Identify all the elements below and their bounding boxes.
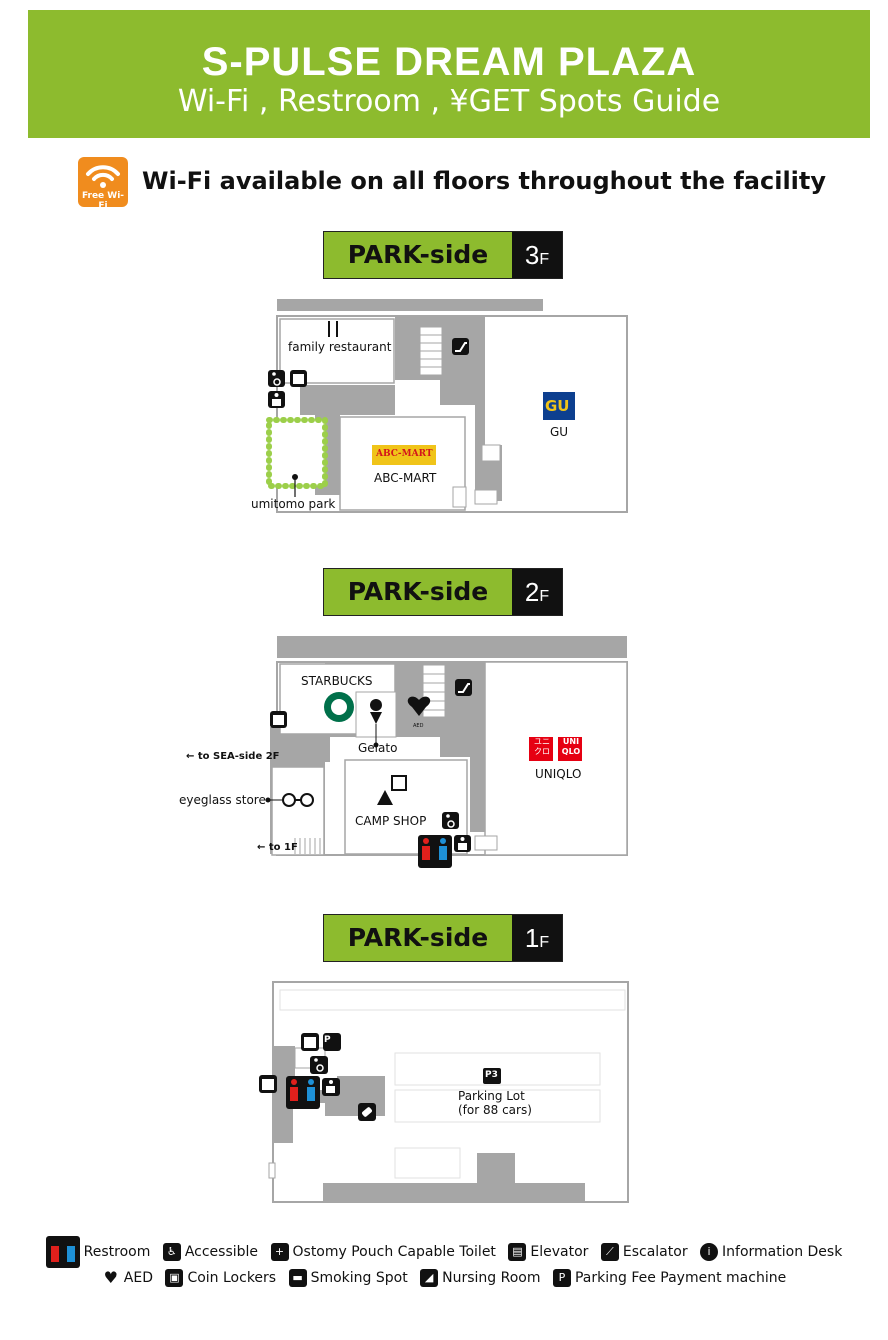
legend-restroom: Restroom bbox=[45, 1236, 150, 1268]
page-subtitle: Wi-Fi , Restroom , ¥GET Spots Guide bbox=[177, 84, 721, 119]
ostomy-toilet-icon: + bbox=[270, 1243, 289, 1261]
restaurant-icon bbox=[328, 321, 338, 337]
parking-fee-icon bbox=[323, 1033, 341, 1051]
gelato-label: Gelato bbox=[358, 741, 398, 755]
abc-mart-label: ABC-MART bbox=[374, 471, 437, 485]
floor-number: 2F bbox=[512, 569, 562, 615]
camp-shop-label: CAMP SHOP bbox=[355, 814, 427, 828]
parking-capacity-label: (for 88 cars) bbox=[458, 1103, 532, 1117]
escalator-icon bbox=[452, 338, 469, 355]
aed-small-label: AED bbox=[413, 723, 424, 729]
legend-row-2: ♥AED ▣Coin Lockers ▬Smoking Spot ◢Nursin… bbox=[0, 1269, 888, 1287]
floor-2f-map bbox=[265, 636, 628, 868]
information-icon: i bbox=[700, 1243, 719, 1261]
floor-3f-map bbox=[266, 299, 628, 513]
parking-lot-label: Parking Lot bbox=[458, 1089, 525, 1103]
floor-number: 1F bbox=[512, 915, 562, 961]
parking-p3-icon bbox=[483, 1068, 501, 1084]
wifi-icon bbox=[86, 165, 120, 188]
legend-row-1: Restroom ♿Accessible +Ostomy Pouch Capab… bbox=[0, 1236, 888, 1268]
legend-elevator: ▤Elevator bbox=[508, 1243, 588, 1261]
legend-smoking: ▬Smoking Spot bbox=[288, 1269, 408, 1287]
elevator-icon: ▤ bbox=[508, 1243, 527, 1261]
legend-escalator: ⟋Escalator bbox=[600, 1243, 688, 1261]
page-title: S-PULSE DREAM PLAZA bbox=[201, 40, 697, 84]
floor-side-label: PARK-side bbox=[347, 240, 489, 269]
floor-side-label: PARK-side bbox=[347, 923, 489, 952]
title-banner: S-PULSE DREAM PLAZA Wi-Fi , Restroom , ¥… bbox=[28, 10, 870, 138]
family-restaurant-label: family restaurant bbox=[288, 340, 392, 354]
legend-coin-locker: ▣Coin Lockers bbox=[165, 1269, 276, 1287]
aed-icon: ♥ bbox=[103, 1268, 118, 1287]
p3-label: P3 bbox=[485, 1070, 498, 1080]
legend-aed: ♥AED bbox=[103, 1268, 153, 1287]
camp-icon bbox=[377, 790, 393, 805]
gelato-icon bbox=[370, 699, 382, 711]
legend-accessible: ♿Accessible bbox=[162, 1243, 258, 1261]
accessible-icon: ♿ bbox=[162, 1243, 181, 1261]
floor-2f-header: PARK-side 2F bbox=[323, 568, 563, 616]
uniqlo-logo bbox=[529, 737, 553, 761]
restroom-icon bbox=[45, 1236, 80, 1268]
parking-fee-icon: P bbox=[552, 1269, 571, 1287]
free-wifi-label: Free Wi-Fi bbox=[81, 191, 125, 211]
free-wifi-badge: Free Wi-Fi bbox=[78, 157, 128, 211]
floor-number: 3F bbox=[512, 232, 562, 278]
to-sea-side-label[interactable]: ← to SEA-side 2F bbox=[186, 751, 280, 762]
wifi-notice: Wi-Fi available on all floors throughout… bbox=[142, 167, 827, 195]
abc-mart-logo: ABC-MART bbox=[376, 449, 433, 459]
aed-icon bbox=[407, 696, 431, 716]
escalator-icon bbox=[455, 679, 472, 696]
legend-ostomy: +Ostomy Pouch Capable Toilet bbox=[270, 1243, 496, 1261]
gu-logo: GU bbox=[545, 397, 570, 415]
nursing-room-icon: ◢ bbox=[420, 1269, 439, 1287]
uniqlo-logo-jp: ユニクロ bbox=[534, 737, 550, 756]
uniqlo-label: UNIQLO bbox=[535, 767, 582, 781]
floor-1f-header: PARK-side 1F bbox=[323, 914, 563, 962]
gu-label: GU bbox=[550, 425, 569, 439]
starbucks-label: STARBUCKS bbox=[301, 674, 373, 688]
coin-locker-icon: ▣ bbox=[165, 1269, 184, 1287]
eyeglass-store-label: eyeglass store bbox=[179, 793, 266, 807]
parking-fee-icon-label: P bbox=[324, 1035, 331, 1045]
floor-side-label: PARK-side bbox=[347, 577, 489, 606]
floor-1f-map bbox=[259, 981, 629, 1203]
smoking-icon: ▬ bbox=[288, 1269, 307, 1287]
escalator-icon: ⟋ bbox=[600, 1243, 619, 1261]
legend-nursing: ◢Nursing Room bbox=[420, 1269, 541, 1287]
umitomo-park-label: umitomo park bbox=[251, 497, 336, 511]
to-1f-label[interactable]: ← to 1F bbox=[257, 842, 298, 853]
floor-3f-header: PARK-side 3F bbox=[323, 231, 563, 279]
